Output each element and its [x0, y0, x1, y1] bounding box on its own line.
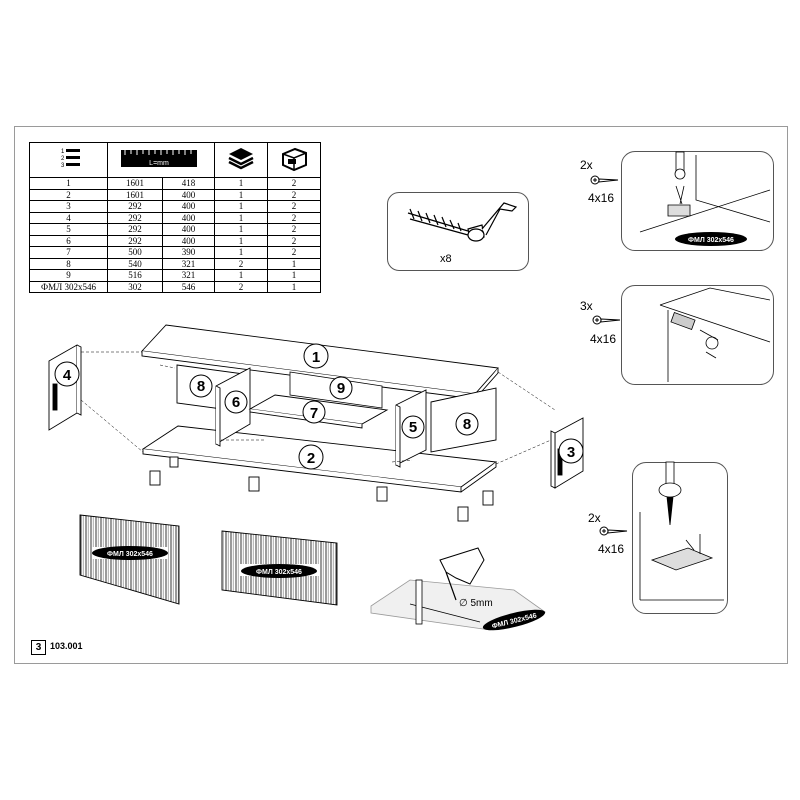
table-cell-qty: 2 — [267, 188, 321, 201]
table-cell-width: 400 — [162, 211, 215, 224]
package-box-icon — [282, 147, 307, 172]
table-cell-length: 292 — [107, 234, 163, 247]
svg-text:2: 2 — [61, 156, 65, 162]
table-cell-thickness: 2 — [214, 257, 268, 270]
table-cell-qty: 1 — [267, 269, 321, 282]
middle-right-callout — [621, 285, 774, 385]
quantity-column-header — [267, 142, 321, 178]
table-cell-width: 321 — [162, 257, 215, 270]
table-cell-width: 546 — [162, 280, 215, 293]
table-cell-part: 3 — [29, 200, 108, 213]
table-cell-width: 390 — [162, 246, 215, 259]
table-cell-width: 400 — [162, 223, 215, 236]
table-cell-part: 1 — [29, 177, 108, 190]
dimensions-column-header: L=mm — [107, 142, 215, 178]
table-cell-width: 400 — [162, 234, 215, 247]
stacked-boards-icon — [228, 148, 254, 170]
table-cell-part: 6 — [29, 234, 108, 247]
table-cell-length: 1601 — [107, 188, 163, 201]
table-cell-qty: 2 — [267, 200, 321, 213]
cam-bolt-callout: x8 — [387, 192, 529, 271]
table-cell-qty: 2 — [267, 246, 321, 259]
table-cell-qty: 1 — [267, 257, 321, 270]
table-cell-length: 540 — [107, 257, 163, 270]
table-cell-length: 292 — [107, 223, 163, 236]
table-cell-part: 2 — [29, 188, 108, 201]
product-code: 103.001 — [50, 641, 83, 651]
table-cell-thickness: 1 — [214, 246, 268, 259]
table-cell-length: 516 — [107, 269, 163, 282]
table-cell-width: 321 — [162, 269, 215, 282]
table-cell-part: 7 — [29, 246, 108, 259]
ruler-label: L=mm — [149, 160, 169, 167]
top-right-count: 2x — [580, 158, 593, 172]
table-cell-part: 8 — [29, 257, 108, 270]
middle-right-count: 3x — [580, 299, 593, 313]
svg-text:3: 3 — [61, 163, 65, 169]
table-cell-part: 9 — [29, 269, 108, 282]
table-cell-part: 5 — [29, 223, 108, 236]
table-cell-width: 400 — [162, 200, 215, 213]
table-cell-length: 292 — [107, 200, 163, 213]
middle-right-screw-size: 4x16 — [590, 332, 617, 346]
ruler-icon: L=mm — [121, 150, 197, 167]
thickness-column-header — [214, 142, 268, 178]
table-cell-thickness: 2 — [214, 280, 268, 293]
table-cell-thickness: 1 — [214, 234, 268, 247]
bottom-right-callout — [632, 462, 728, 614]
table-cell-qty: 2 — [267, 177, 321, 190]
cam-bolt-count: x8 — [440, 253, 452, 265]
table-cell-qty: 2 — [267, 234, 321, 247]
table-cell-thickness: 1 — [214, 188, 268, 201]
table-cell-thickness: 1 — [214, 269, 268, 282]
bottom-right-count: 2x — [588, 511, 601, 525]
table-cell-qty: 2 — [267, 223, 321, 236]
table-cell-thickness: 1 — [214, 177, 268, 190]
table-cell-length: 292 — [107, 211, 163, 224]
table-cell-qty: 2 — [267, 211, 321, 224]
cam-bolt-icon — [407, 202, 518, 242]
table-cell-part: ФМЛ 302x546 — [29, 280, 108, 293]
table-cell-part: 4 — [29, 211, 108, 224]
page-number: 3 — [31, 640, 46, 655]
top-right-callout — [621, 151, 774, 251]
table-cell-thickness: 1 — [214, 211, 268, 224]
table-cell-length: 302 — [107, 280, 163, 293]
table-cell-qty: 1 — [267, 280, 321, 293]
table-cell-thickness: 1 — [214, 223, 268, 236]
part-number-list-icon: 123 — [61, 149, 80, 169]
bottom-right-screw-size: 4x16 — [598, 542, 625, 556]
table-cell-length: 500 — [107, 246, 163, 259]
table-cell-length: 1601 — [107, 177, 163, 190]
table-cell-thickness: 1 — [214, 200, 268, 213]
svg-text:1: 1 — [61, 149, 65, 155]
top-right-screw-size: 4x16 — [588, 191, 615, 205]
table-cell-width: 418 — [162, 177, 215, 190]
table-cell-width: 400 — [162, 188, 215, 201]
